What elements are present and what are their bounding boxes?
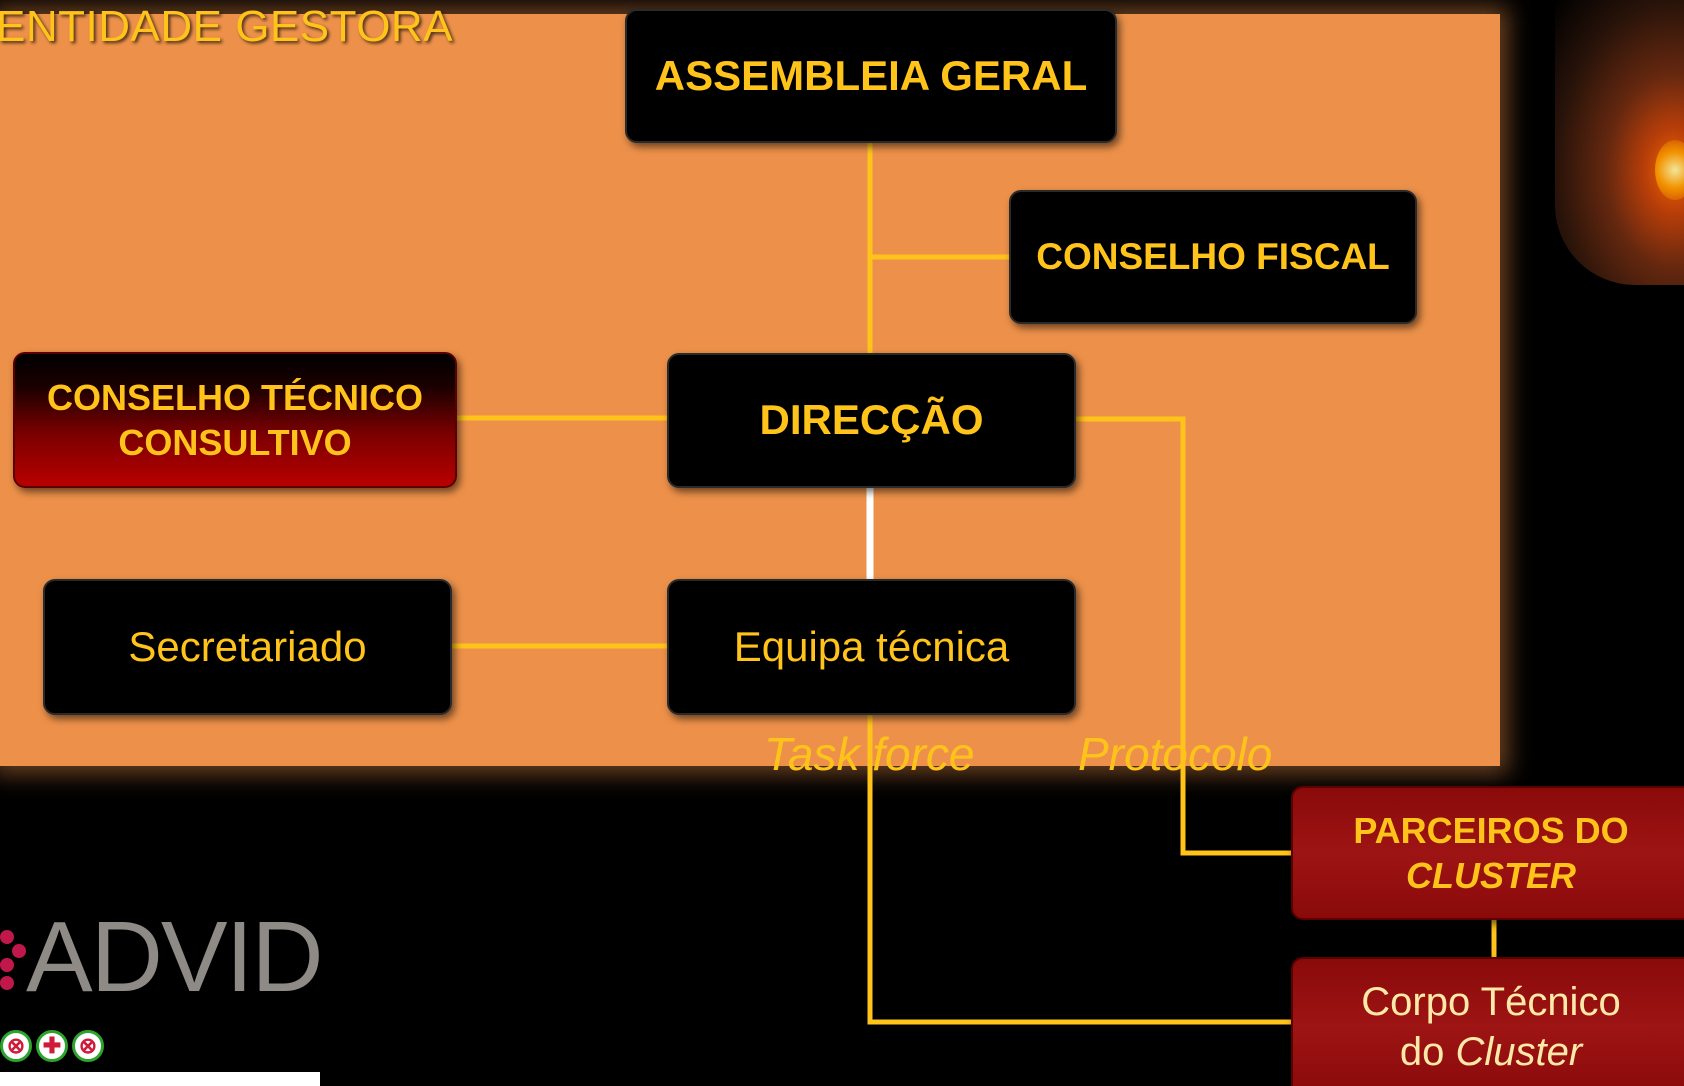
connector-task-force xyxy=(867,714,1292,1025)
corpo-tecnico-label-line1: Corpo Técnico xyxy=(1361,980,1621,1024)
decorative-glow xyxy=(1655,140,1684,200)
cross-circle-icon: ⊗ xyxy=(0,1030,32,1062)
advid-logo: ADVID ⊗ ✚ ⊗ xyxy=(0,900,340,1086)
direccao-label: DIRECÇÃO xyxy=(759,396,984,444)
direccao-box: DIRECÇÃO xyxy=(667,353,1076,488)
decorative-photo xyxy=(1555,0,1684,285)
protocolo-annotation: Protocolo xyxy=(1078,728,1273,780)
equipa-tecnica-box: Equipa técnica xyxy=(667,579,1076,715)
parceiros-label-line1: PARCEIROS DO xyxy=(1353,810,1629,851)
connector-protocolo xyxy=(1075,416,1292,856)
cluster-icons: ⊗ ✚ ⊗ xyxy=(0,1030,104,1062)
corpo-tecnico-label-line2: do Cluster xyxy=(1400,1027,1582,1077)
secretariado-label: Secretariado xyxy=(128,622,367,670)
conselho-tecnico-box: CONSELHO TÉCNICO CONSULTIVO xyxy=(13,352,457,488)
parceiros-cluster-box: PARCEIROS DO CLUSTER xyxy=(1291,786,1684,920)
conselho-fiscal-label: CONSELHO FISCAL xyxy=(1036,235,1390,277)
parceiros-label-line2: CLUSTER xyxy=(1406,855,1576,896)
grape-icon xyxy=(0,930,30,1000)
corpo-tecnico-box: Corpo Técnico do Cluster xyxy=(1291,957,1684,1086)
cross-circle-icon: ⊗ xyxy=(72,1030,104,1062)
panel-title: ENTIDADE GESTORA xyxy=(0,2,454,51)
conselho-tecnico-label-line2: CONSULTIVO xyxy=(118,422,352,463)
plus-circle-icon: ✚ xyxy=(36,1030,68,1062)
secretariado-box: Secretariado xyxy=(43,579,452,715)
conselho-tecnico-label-line1: CONSELHO TÉCNICO xyxy=(46,377,423,418)
task-force-annotation: Task force xyxy=(764,728,975,780)
assembleia-geral-box: ASSEMBLEIA GERAL xyxy=(625,9,1117,143)
corpo-tecnico-prefix: do xyxy=(1399,1030,1456,1074)
corpo-tecnico-italic: Cluster xyxy=(1455,1030,1583,1074)
conselho-fiscal-box: CONSELHO FISCAL xyxy=(1009,190,1417,324)
equipa-tecnica-label: Equipa técnica xyxy=(733,622,1010,670)
advid-logo-text: ADVID xyxy=(26,901,324,1013)
logo-subtitle-strip xyxy=(0,1072,320,1086)
assembleia-geral-label: ASSEMBLEIA GERAL xyxy=(654,51,1088,99)
